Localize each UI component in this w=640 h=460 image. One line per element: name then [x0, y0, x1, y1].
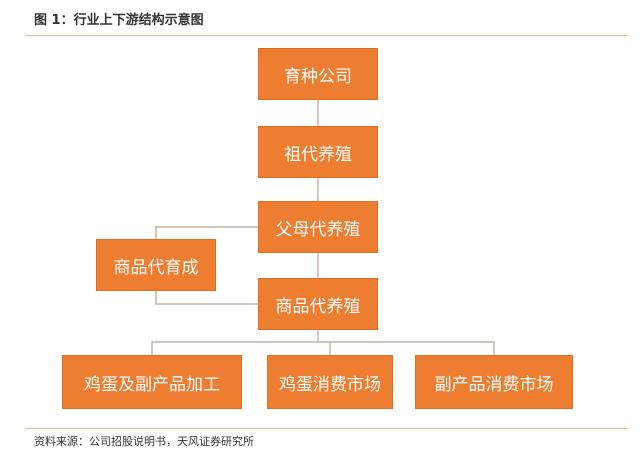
- node-egg-processing: 鸡蛋及副产品加工: [62, 355, 242, 409]
- node-byproduct-market: 副产品消费市场: [415, 355, 573, 409]
- bottom-divider: [25, 428, 628, 429]
- source-note: 资料来源：公司招股说明书，天风证券研究所: [34, 435, 254, 448]
- connector: [155, 291, 258, 305]
- top-divider: [25, 35, 628, 36]
- node-commercial: 商品代养殖: [258, 278, 378, 330]
- connector: [155, 226, 258, 239]
- node-parent: 父母代养殖: [258, 201, 378, 253]
- node-commercial-rearing: 商品代育成: [96, 239, 216, 291]
- node-breeding: 育种公司: [258, 48, 378, 100]
- node-egg-market: 鸡蛋消费市场: [267, 355, 393, 409]
- figure-title: 图 1：行业上下游结构示意图: [34, 13, 204, 28]
- node-grandparent: 祖代养殖: [258, 126, 378, 178]
- connector: [151, 341, 495, 355]
